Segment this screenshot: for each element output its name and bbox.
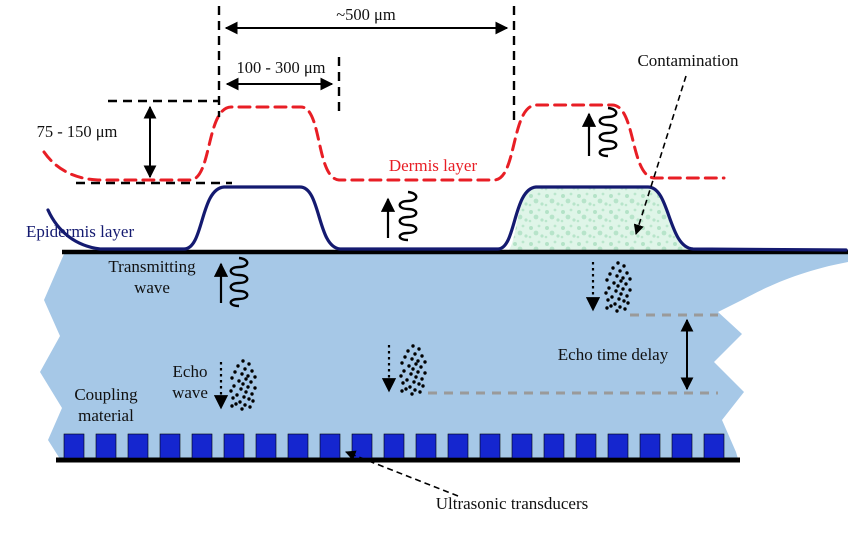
transducer xyxy=(639,433,661,459)
epidermis-layer-label: Epidermis layer xyxy=(26,222,134,241)
dermis-curve xyxy=(42,103,726,182)
transducer xyxy=(575,433,597,459)
transducer xyxy=(415,433,437,459)
transducer xyxy=(223,433,245,459)
transducer xyxy=(479,433,501,459)
pitch-dimension-label: ~500 μm xyxy=(336,5,396,24)
transducer xyxy=(671,433,693,459)
transducer xyxy=(95,433,117,459)
ridge-height-dimension-label: 75 - 150 μm xyxy=(37,122,118,141)
transducer xyxy=(383,433,405,459)
echo-time-delay-label: Echo time delay xyxy=(558,345,669,364)
transducer xyxy=(511,433,533,459)
transducer xyxy=(159,433,181,459)
contamination-label: Contamination xyxy=(637,51,739,70)
transducer xyxy=(63,433,85,459)
ridge-width-dimension-label: 100 - 300 μm xyxy=(236,58,325,77)
transducer xyxy=(447,433,469,459)
echo-wave-label-line2: wave xyxy=(172,383,208,402)
transmitting-wave-label-line2: wave xyxy=(134,278,170,297)
contamination-leader-arrow xyxy=(633,75,687,235)
ultrasonic-transducers-label: Ultrasonic transducers xyxy=(436,494,588,513)
transducer xyxy=(191,433,213,459)
transducer xyxy=(319,433,341,459)
coupling-material-label-line1: Coupling xyxy=(74,385,138,404)
echo-wave-label-line1: Echo xyxy=(173,362,208,381)
epidermis-curve xyxy=(46,185,848,252)
transducer xyxy=(127,433,149,459)
transducer xyxy=(351,433,373,459)
transducer xyxy=(703,433,725,459)
contamination-region xyxy=(506,188,694,251)
dermis-layer-label: Dermis layer xyxy=(389,156,478,175)
transducers-leader-arrow xyxy=(345,450,459,497)
transducer xyxy=(607,433,629,459)
transducer xyxy=(543,433,565,459)
transducer-array xyxy=(63,433,725,459)
ridge-wave-icon xyxy=(598,106,618,158)
transducer xyxy=(255,433,277,459)
valley-wave-icon xyxy=(398,190,418,242)
transmitting-wave-label-line1: Transmitting xyxy=(108,257,196,276)
transducer xyxy=(287,433,309,459)
coupling-material-label-line2: material xyxy=(78,406,134,425)
